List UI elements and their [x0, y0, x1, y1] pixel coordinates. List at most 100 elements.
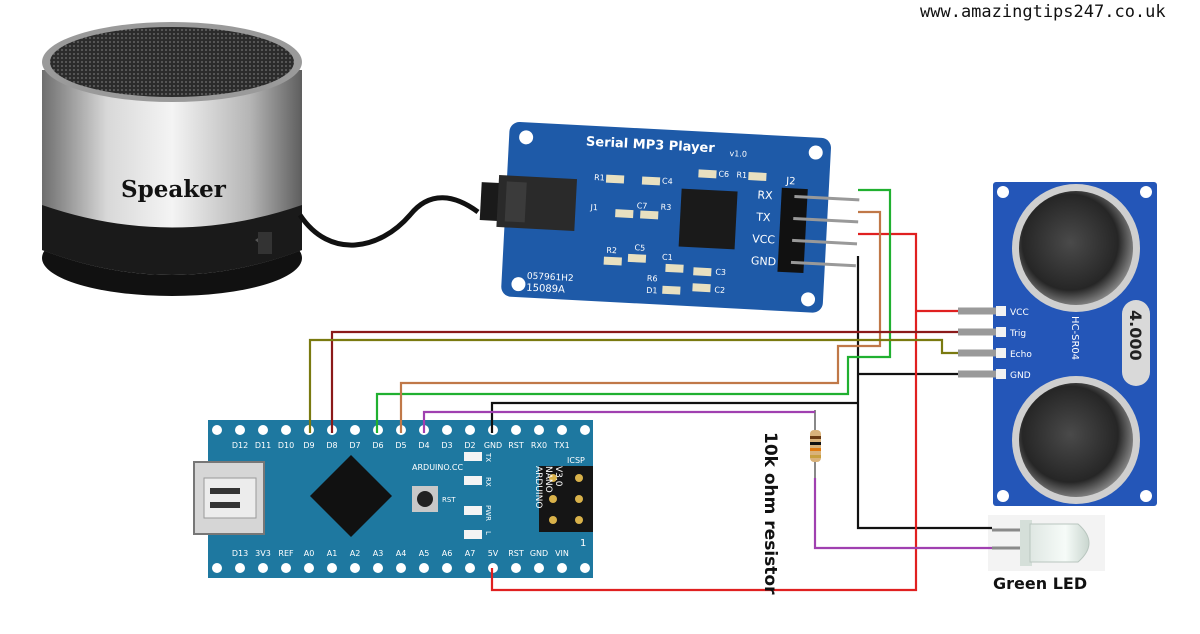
sensor-pin-gnd: GND: [1010, 371, 1031, 381]
hc-sr04-sensor: 4.000 HC-SR04 VCC Trig Echo GND: [958, 182, 1157, 506]
nano-top-pin-label: D12: [232, 441, 248, 450]
nano-bottom-pin-label: 5V: [488, 549, 499, 558]
led-label: Green LED: [993, 574, 1088, 593]
nano-bottom-pin-label: GND: [530, 549, 548, 558]
nano-hole-bottom-corner: [212, 563, 222, 573]
crystal: [1122, 300, 1150, 386]
nano-bottom-pin-label: A2: [350, 549, 361, 558]
nano-hole-top-outer: [350, 425, 360, 435]
nano-hole-bottom-outer: [235, 563, 245, 573]
nano-hole-top-outer: [281, 425, 291, 435]
wires: [308, 188, 992, 592]
nano-bottom-pin-label: A1: [327, 549, 338, 558]
nano-top-pin-label: RX0: [531, 441, 547, 450]
wire-rx: [375, 188, 892, 433]
resistor: [810, 410, 821, 480]
arduino-nano: D12D13D113V3D10REFD9A0D8A1D7A2D6A3D5A4D4…: [193, 420, 593, 578]
nano-icsp-label: ICSP: [567, 456, 585, 465]
watermark: www.amazingtips247.co.uk: [920, 2, 1166, 22]
nano-led-rx: RX: [484, 477, 492, 487]
nano-pin1-label: 1: [580, 538, 586, 549]
mp3-pin-tx: TX: [755, 210, 771, 224]
wire-trig: [330, 330, 958, 433]
nano-hole-bottom-outer: [442, 563, 452, 573]
nano-bottom-pin-label: A0: [304, 549, 315, 558]
sensor-pin-echo: Echo: [1010, 350, 1032, 360]
mp3-silk-r1: R1: [594, 173, 605, 183]
mp3-silk-r6: R6: [647, 274, 658, 284]
nano-hole-bottom-corner: [580, 563, 590, 573]
nano-hole-bottom-outer: [281, 563, 291, 573]
crystal-label: 4.000: [1126, 310, 1145, 361]
mp3-silk-c7: C7: [636, 201, 647, 211]
nano-hole-top-outer: [511, 425, 521, 435]
nano-top-pin-label: TX1: [553, 441, 569, 450]
nano-hole-bottom-outer: [327, 563, 337, 573]
nano-bottom-pin-label: A7: [465, 549, 476, 558]
wire-tx: [399, 210, 882, 433]
nano-model-3: V3.0: [553, 466, 563, 487]
speaker: [42, 22, 302, 296]
nano-model-1: ARDUINO: [533, 466, 543, 508]
nano-bottom-pin-label: VIN: [555, 549, 569, 558]
resistor-label: 10k ohm resistor: [760, 432, 780, 595]
mp3-silk-d1: D1: [646, 286, 658, 296]
mp3-silk-c2: C2: [714, 285, 725, 295]
nano-hole-bottom-outer: [350, 563, 360, 573]
mp3-version: v1.0: [729, 149, 747, 159]
nano-rst-label: RST: [442, 496, 456, 504]
nano-hole-top-corner: [212, 425, 222, 435]
mp3-silk-c3: C3: [715, 267, 726, 277]
nano-hole-bottom-outer: [511, 563, 521, 573]
nano-hole-top-outer: [534, 425, 544, 435]
mp3-module: Serial MP3 Player v1.0 J2 RX TX VCC GND …: [479, 121, 860, 313]
nano-hole-top-outer: [557, 425, 567, 435]
nano-top-pin-label: D11: [255, 441, 271, 450]
wire-gnd-mp3: [856, 256, 992, 530]
mp3-silk-r2: R2: [606, 246, 617, 256]
nano-bottom-pin-label: A5: [419, 549, 430, 558]
sensor-pin-vcc: VCC: [1010, 308, 1029, 318]
nano-led-l: L: [484, 531, 492, 535]
mp3-silk-c1: C1: [662, 253, 673, 263]
mp3-code-1: 057961H2: [527, 272, 574, 284]
nano-top-pin-label: D10: [278, 441, 294, 450]
nano-top-pin-label: D8: [326, 441, 337, 450]
mp3-header-label: J2: [785, 176, 796, 188]
nano-hole-bottom-outer: [396, 563, 406, 573]
nano-led-pwr: PWR: [484, 505, 492, 521]
audio-cable: [297, 195, 480, 248]
sensor-name: HC-SR04: [1069, 316, 1080, 360]
wire-led: [422, 410, 815, 433]
atmega-chip: [309, 454, 393, 538]
nano-brand: ARDUINO.CC: [412, 463, 463, 472]
nano-bottom-pin-label: A4: [396, 549, 407, 558]
mp3-pin-rx: RX: [757, 189, 773, 203]
nano-top-pin-label: D5: [395, 441, 406, 450]
nano-top-pin-label: D4: [418, 441, 429, 450]
nano-led-tx: TX: [484, 452, 492, 462]
nano-hole-top-outer: [465, 425, 475, 435]
mp3-pin-vcc: VCC: [752, 232, 776, 246]
mp3-code-2: 15089A: [526, 283, 565, 296]
nano-top-pin-label: D6: [372, 441, 383, 450]
nano-hole-top-corner: [580, 425, 590, 435]
nano-hole-bottom-outer: [373, 563, 383, 573]
nano-hole-bottom-outer: [465, 563, 475, 573]
green-led: [988, 515, 1105, 571]
icsp-header: [539, 466, 593, 532]
nano-hole-top-outer: [258, 425, 268, 435]
nano-top-pin-label: GND: [484, 441, 502, 450]
nano-top-pin-label: D3: [441, 441, 452, 450]
mp3-title: Serial MP3 Player: [586, 135, 716, 157]
nano-hole-bottom-outer: [557, 563, 567, 573]
nano-bottom-pin-label: A6: [442, 549, 453, 558]
nano-bottom-pin-label: A3: [373, 549, 384, 558]
mp3-silk-c4: C4: [662, 177, 673, 187]
nano-bottom-pin-label: 3V3: [255, 549, 271, 558]
mp3-silk-c6: C6: [718, 169, 729, 179]
speaker-label: Speaker: [121, 176, 226, 203]
mp3-silk-r3: R3: [660, 202, 671, 212]
wire-led-2: [813, 478, 992, 550]
